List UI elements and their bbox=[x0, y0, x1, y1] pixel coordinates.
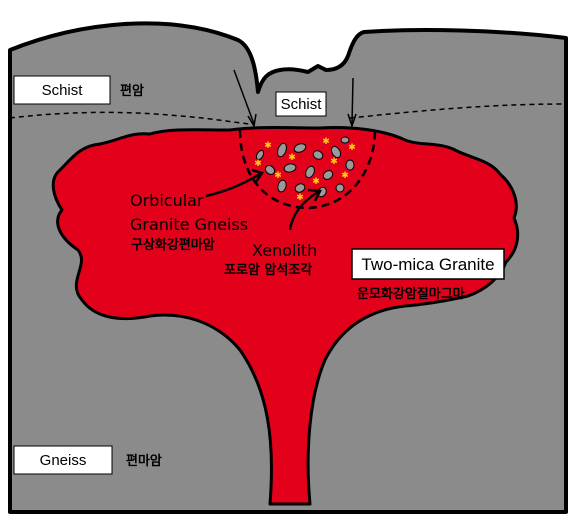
orbicular-line1: Orbicular bbox=[130, 191, 204, 210]
two-mica-box-text: Two-mica Granite bbox=[361, 255, 494, 274]
schist-left-box bbox=[13, 75, 111, 105]
orbicular-line2: Granite Gneiss bbox=[130, 215, 248, 234]
svg-text:✱: ✱ bbox=[348, 143, 356, 153]
gneiss-korean: 편마암 bbox=[126, 453, 162, 469]
svg-text:✱: ✱ bbox=[288, 153, 296, 163]
label-pointers bbox=[205, 168, 322, 231]
orbicular-korean: 구상화강편마암 bbox=[131, 237, 215, 253]
schist-center-box-text: Schist bbox=[281, 96, 323, 113]
svg-text:✱: ✱ bbox=[330, 157, 338, 167]
two-mica-box bbox=[351, 248, 505, 280]
svg-text:✱: ✱ bbox=[341, 171, 349, 181]
gneiss-box bbox=[13, 445, 113, 475]
xenolith-label: Xenolith bbox=[252, 241, 317, 260]
schist-left-korean: 편암 bbox=[120, 83, 144, 99]
gneiss-box-text: Gneiss bbox=[40, 452, 87, 469]
schist-center-box bbox=[275, 91, 327, 117]
magma-body bbox=[51, 126, 520, 506]
svg-text:✱: ✱ bbox=[322, 137, 330, 147]
descent-arrows bbox=[233, 69, 357, 129]
xenolith-fragments bbox=[255, 136, 355, 198]
schist-boundary-line bbox=[9, 103, 567, 125]
xenolith-korean: 포로암 암석조각 bbox=[224, 262, 312, 278]
svg-text:✱: ✱ bbox=[264, 141, 272, 151]
svg-text:✱: ✱ bbox=[274, 171, 282, 181]
svg-text:✱: ✱ bbox=[296, 193, 304, 203]
schist-left-box-text: Schist bbox=[42, 82, 84, 99]
svg-text:✱: ✱ bbox=[254, 159, 262, 169]
mineral-glints: ✱ ✱ ✱ ✱ ✱ ✱ ✱ ✱ ✱ ✱ bbox=[254, 137, 356, 203]
svg-text:✱: ✱ bbox=[312, 177, 320, 187]
two-mica-korean: 운모화강암질마그마 bbox=[357, 286, 465, 302]
